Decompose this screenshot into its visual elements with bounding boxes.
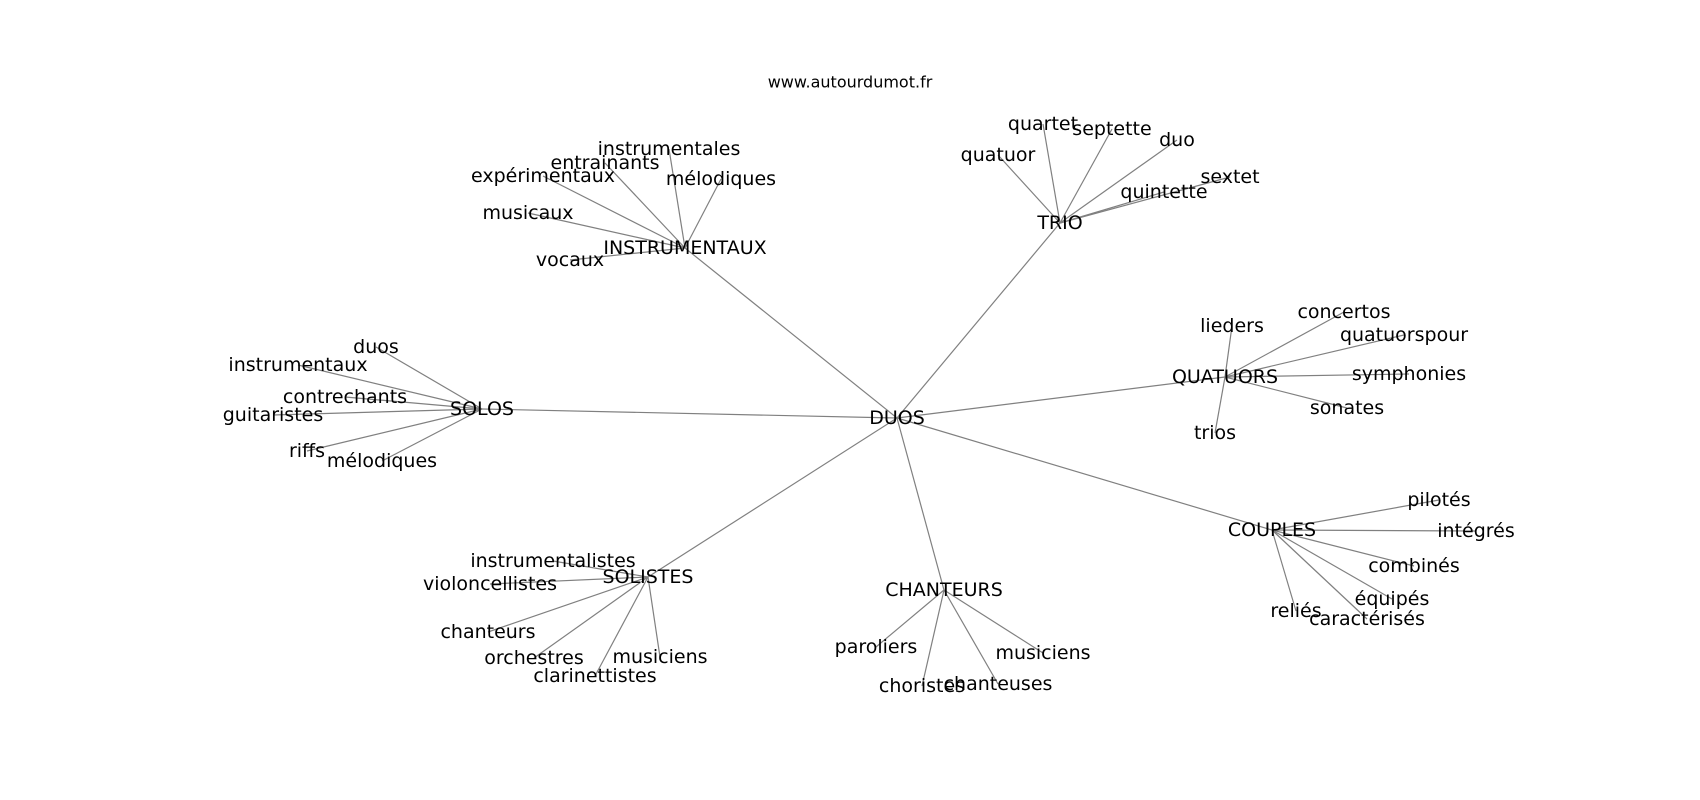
edge-hub-to-leaf (1224, 373, 1410, 378)
edge-center-to-hub (481, 408, 898, 419)
edge-hub-to-leaf (542, 175, 686, 249)
leaf-node-label: musicaux (482, 202, 573, 224)
leaf-node-label: choristes (879, 675, 965, 697)
leaf-node-label: caractérisés (1309, 608, 1425, 630)
edge-hub-to-leaf (943, 589, 1044, 654)
edge-hub-to-leaf (344, 396, 483, 410)
edge-hub-to-leaf (527, 212, 686, 249)
leaf-node-label: reliés (1270, 600, 1321, 622)
hub-node-label: COUPLES (1228, 519, 1316, 541)
center-node-label: DUOS (869, 407, 925, 429)
leaf-node-label: musiciens (995, 642, 1090, 664)
edge-hub-to-leaf (381, 408, 483, 462)
graph-edges (272, 123, 1477, 687)
edge-center-to-hub (896, 417, 1273, 531)
edge-hub-to-leaf (647, 576, 661, 658)
leaf-node-label: entrainants (551, 152, 660, 174)
edge-hub-to-leaf (1042, 123, 1061, 224)
edge-hub-to-leaf (997, 154, 1061, 224)
leaf-node-label: musiciens (612, 646, 707, 668)
leaf-node-label: instrumentalistes (470, 550, 635, 572)
edge-hub-to-leaf (569, 247, 686, 261)
edge-hub-to-leaf (668, 148, 686, 249)
leaf-node-label: clarinettistes (533, 665, 656, 687)
edge-hub-to-leaf (1271, 529, 1393, 600)
edge-hub-to-leaf (487, 576, 649, 633)
edge-hub-to-leaf (684, 178, 722, 249)
leaf-node-label: violoncellistes (423, 573, 557, 595)
leaf-node-label: équipés (1355, 588, 1430, 610)
hub-node-label: CHANTEURS (885, 579, 1003, 601)
edge-hub-to-leaf (297, 364, 483, 410)
edge-center-to-hub (684, 247, 898, 419)
hub-node-label: INSTRUMENTAUX (603, 237, 766, 259)
edge-hub-to-leaf (1271, 499, 1440, 531)
edge-hub-to-leaf (1224, 325, 1233, 378)
leaf-node-label: mélodiques (327, 450, 437, 472)
edge-hub-to-leaf (533, 576, 649, 659)
edge-hub-to-leaf (1214, 376, 1226, 434)
edge-hub-to-leaf (921, 589, 945, 687)
source-label: www.autourdumot.fr (768, 73, 933, 92)
leaf-node-label: chanteuses (944, 673, 1053, 695)
edge-hub-to-leaf (1059, 128, 1113, 224)
edge-hub-to-leaf (272, 408, 483, 416)
hub-node-label: SOLOS (450, 398, 514, 420)
edge-hub-to-leaf (594, 576, 649, 677)
leaf-node-label: duo (1159, 129, 1195, 151)
edge-center-to-hub (896, 376, 1226, 419)
leaf-node-label: paroliers (835, 636, 918, 658)
leaf-node-label: quatuor (961, 144, 1036, 166)
leaf-node-label: expérimentaux (471, 165, 615, 187)
edge-center-to-hub (896, 417, 945, 591)
edge-hub-to-leaf (1059, 139, 1178, 224)
edge-hub-to-leaf (1271, 529, 1368, 620)
hub-node-label: QUATUORS (1172, 366, 1278, 388)
edge-hub-to-leaf (1059, 191, 1165, 224)
leaf-node-label: symphonies (1352, 363, 1466, 385)
leaf-node-label: sextet (1200, 166, 1259, 188)
leaf-node-label: vocaux (536, 249, 604, 271)
leaf-node-label: instrumentaux (228, 354, 367, 376)
leaf-node-label: guitaristes (223, 404, 324, 426)
leaf-node-label: contrechants (283, 386, 407, 408)
leaf-node-label: intégrés (1437, 520, 1515, 542)
edge-hub-to-leaf (552, 560, 649, 578)
leaf-node-label: quartet (1008, 113, 1078, 135)
leaf-node-label: combinés (1368, 555, 1460, 577)
edge-hub-to-leaf (1224, 376, 1348, 409)
graph-labels: www.autourdumot.fr DUOS INSTRUMENTAUX inst… (223, 73, 1515, 698)
leaf-node-label: duos (353, 336, 399, 358)
leaf-node-label: quatuorspour (1340, 324, 1468, 346)
edge-hub-to-leaf (375, 346, 483, 410)
edge-hub-to-leaf (1271, 529, 1415, 567)
edge-center-to-hub (896, 222, 1061, 419)
leaf-node-label: septette (1072, 118, 1151, 140)
hub-node-label: TRIO (1036, 212, 1082, 234)
leaf-node-label: mélodiques (666, 168, 776, 190)
edge-center-to-hub (647, 417, 898, 578)
edge-hub-to-leaf (943, 589, 999, 685)
edge-hub-to-leaf (1059, 176, 1231, 224)
leaf-node-label: orchestres (484, 647, 584, 669)
leaf-node-label: instrumentales (598, 138, 741, 160)
leaf-node-label: quintette (1120, 181, 1207, 203)
edge-hub-to-leaf (1271, 529, 1477, 532)
edge-hub-to-leaf (1224, 311, 1345, 378)
leaf-node-label: chanteurs (440, 621, 535, 643)
leaf-node-label: pilotés (1407, 489, 1470, 511)
edge-hub-to-leaf (604, 162, 686, 249)
leaf-node-label: riffs (289, 440, 325, 462)
leaf-node-label: concertos (1297, 301, 1390, 323)
leaf-node-label: lieders (1200, 315, 1264, 337)
edge-hub-to-leaf (1224, 334, 1405, 378)
hub-node-label: SOLISTES (603, 566, 694, 588)
leaf-node-label: sonates (1310, 397, 1384, 419)
edge-hub-to-leaf (489, 576, 649, 585)
leaf-node-label: trios (1194, 422, 1236, 444)
edge-hub-to-leaf (875, 589, 945, 648)
edge-hub-to-leaf (1271, 529, 1297, 612)
edge-hub-to-leaf (306, 408, 483, 452)
